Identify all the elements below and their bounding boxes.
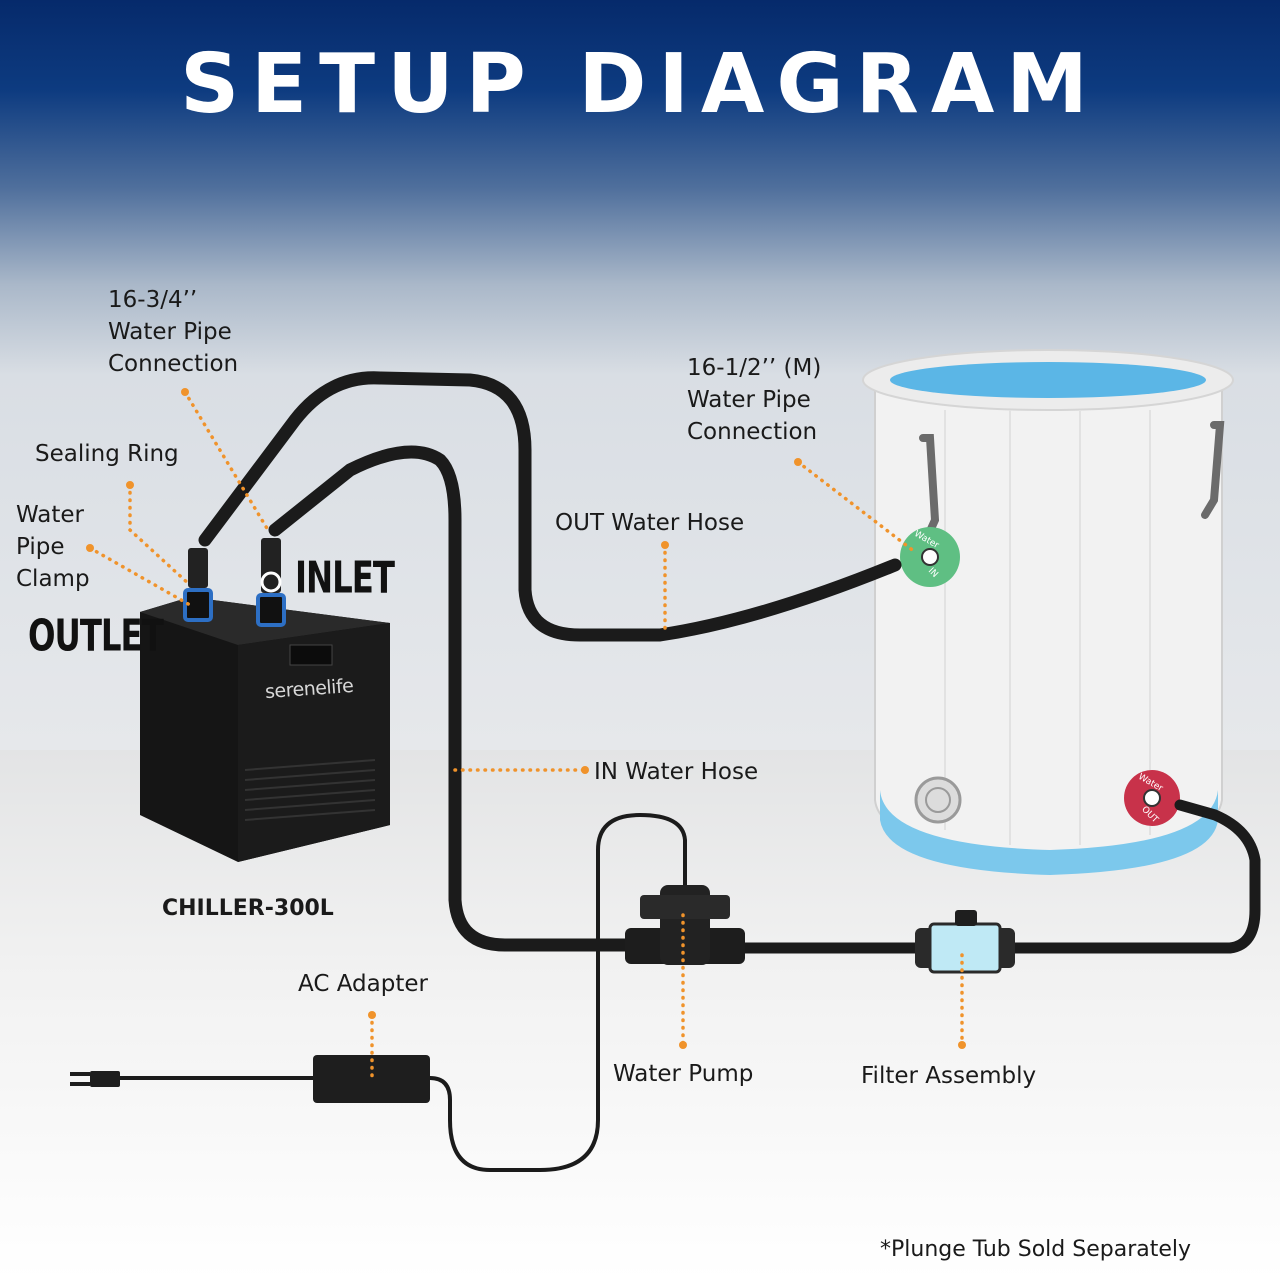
out-water-hose [198,371,902,642]
label-sealing-ring: Sealing Ring [35,441,179,467]
filter-assembly [915,910,1015,974]
label-in-water-hose: IN Water Hose [594,759,759,785]
label-line: Water Pipe [687,387,811,413]
label-pipe-connection-top: 16-3/4’’ Water Pipe Connection [108,284,238,380]
label-line: 16-1/2’’ (M) [687,355,822,381]
label-line: Connection [687,419,818,445]
label-ac-adapter: AC Adapter [298,971,428,997]
water-pump [625,885,745,965]
ac-adapter [70,1055,430,1103]
page-title: SETUP DIAGRAM [180,37,1100,132]
filter-to-tub-hose [1009,799,1261,954]
label-out-water-hose: OUT Water Hose [555,510,745,536]
label-inlet: INLET [295,554,395,604]
label-water-pipe-clamp: Water Pipe Clamp [16,499,90,595]
footnote: *Plunge Tub Sold Separately [880,1237,1192,1262]
label-filter-assembly: Filter Assembly [861,1063,1037,1089]
leader-dots [86,388,966,1049]
label-outlet: OUTLET [28,612,164,662]
leader-lines [88,390,964,1080]
label-line: Water Pipe [108,319,232,345]
label-line: Water [16,502,84,528]
label-water-pump: Water Pump [613,1061,754,1087]
power-cable [120,812,687,1172]
label-chiller-model: CHILLER-300L [162,896,334,921]
plunge-tub [862,349,1234,875]
label-pipe-connection-tub: 16-1/2’’ (M) Water Pipe Connection [687,352,821,448]
hoses [198,371,1261,954]
label-line: Clamp [16,566,90,592]
label-line: 16-3/4’’ [108,287,198,313]
chiller-unit [140,538,390,862]
label-line: Pipe [16,534,65,560]
label-line: Connection [108,351,239,377]
in-water-hose [268,445,637,952]
